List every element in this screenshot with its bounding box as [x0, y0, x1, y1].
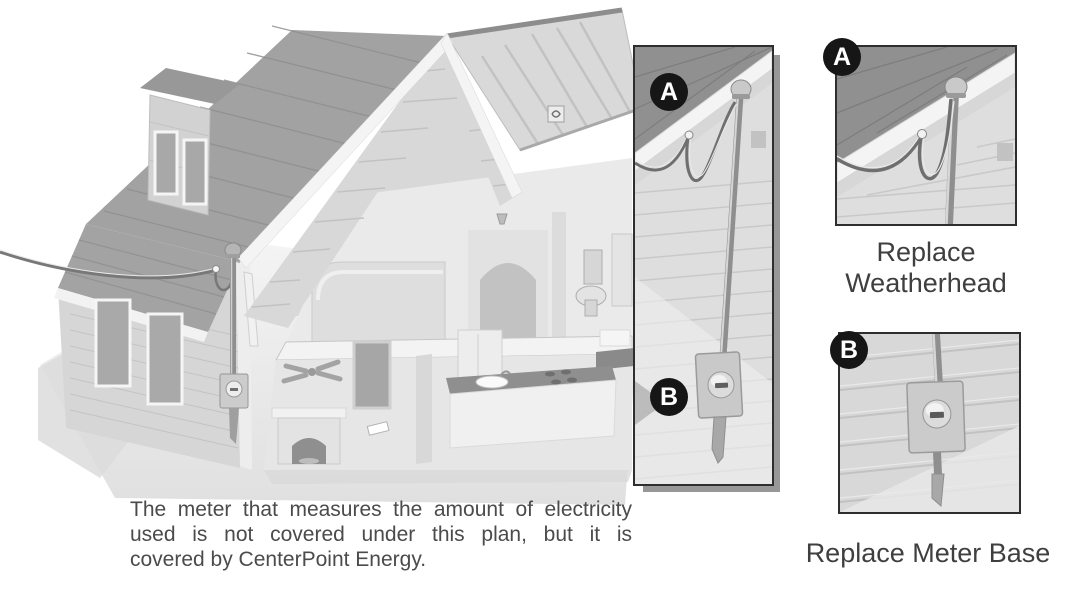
drip-loop [685, 101, 737, 182]
insulator [212, 265, 220, 273]
arched-doorway [480, 263, 536, 344]
conduit [932, 334, 943, 387]
conduit-tail [711, 416, 727, 464]
caption-line: Weatherhead [845, 268, 1007, 298]
house-cutaway-illustration [0, 7, 643, 505]
note-line: covered by CenterPoint Energy. [130, 548, 427, 571]
dormer [140, 68, 240, 216]
siding-vent [751, 131, 766, 148]
interior-upstairs [286, 158, 633, 345]
insulator [684, 130, 694, 140]
service-wire [0, 250, 217, 280]
badge-b: B [830, 331, 868, 369]
interior-downstairs [264, 329, 634, 484]
conduit-tail [931, 473, 945, 508]
stove-burners [545, 369, 577, 385]
badge-a: A [650, 73, 688, 111]
conduit [945, 92, 959, 224]
fireplace [271, 407, 347, 465]
meter-base [219, 373, 249, 409]
wall-sconce [496, 213, 508, 225]
caption-line: Replace [876, 237, 976, 267]
vanity [611, 233, 633, 307]
ceiling-fan [281, 359, 343, 384]
electric-service [0, 242, 249, 444]
drip-loop [917, 98, 953, 181]
caption-replace-meter-base: Replace Meter Base [805, 538, 1051, 568]
inset-meter-base-scene [840, 334, 1019, 512]
refrigerator [457, 329, 503, 381]
left-wing [54, 224, 259, 470]
gable-siding-bands [237, 32, 523, 328]
meter-base [906, 380, 966, 454]
inset-weatherhead-scene [837, 47, 1015, 224]
fascia-band [837, 52, 1015, 184]
badge-a: A [823, 38, 861, 76]
siding-vent [997, 143, 1013, 161]
detail-strip-panel: A B [633, 45, 774, 486]
detail-strip-scene [635, 47, 772, 484]
kitchen [446, 329, 634, 449]
service-wire [635, 136, 690, 172]
conduit [719, 94, 744, 358]
inset-weatherhead: A [823, 38, 1017, 226]
fascia-left [237, 32, 454, 269]
floor-vent [366, 421, 390, 436]
partition-wall [416, 354, 432, 464]
service-wire [837, 136, 923, 173]
caption-replace-weatherhead: Replace Weatherhead [828, 237, 1024, 299]
sink [475, 375, 509, 389]
meter-base [694, 351, 744, 419]
note-line: used is not covered under this plan, but… [130, 523, 632, 546]
inset-meter-base: B [830, 331, 1021, 514]
fascia-right [440, 32, 523, 199]
badge-b: B [650, 378, 688, 416]
toilet [575, 249, 607, 317]
note-text: The meter that measures the amount of el… [130, 497, 632, 572]
wall-picture [352, 340, 392, 410]
roof-shingles [837, 47, 1015, 163]
insulator [917, 129, 927, 139]
note-line: The meter that measures the amount of el… [130, 498, 632, 521]
